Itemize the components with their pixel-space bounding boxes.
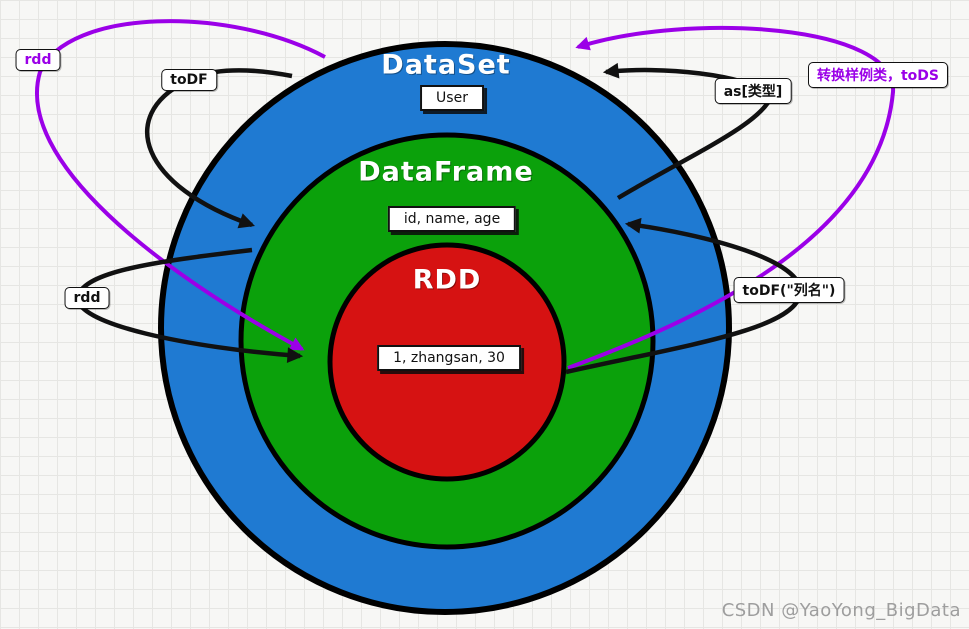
arrow-rdd-dataset-purple <box>567 25 896 370</box>
label-case-class-tods: 转换样例类，toDS <box>807 62 949 88</box>
arrow-dataset-rdd-purple <box>35 19 326 351</box>
watermark: CSDN @YaoYong_BigData <box>721 600 961 621</box>
arrow-dataset-dataframe-todf <box>145 68 293 229</box>
label-rdd-top-left: rdd <box>15 49 61 71</box>
label-rdd-left: rdd <box>64 287 110 309</box>
dataset-value-box: User <box>420 85 484 111</box>
dataframe-value-box: id, name, age <box>387 206 517 232</box>
rdd-value-box: 1, zhangsan, 30 <box>377 345 521 371</box>
dataset-title: DataSet <box>381 49 511 81</box>
dataframe-title: DataFrame <box>358 156 534 188</box>
rdd-title: RDD <box>412 264 482 296</box>
label-as-type: as[类型] <box>714 78 792 104</box>
label-todf-colname: toDF("列名") <box>733 277 845 303</box>
label-todf-top-left: toDF <box>161 69 217 91</box>
